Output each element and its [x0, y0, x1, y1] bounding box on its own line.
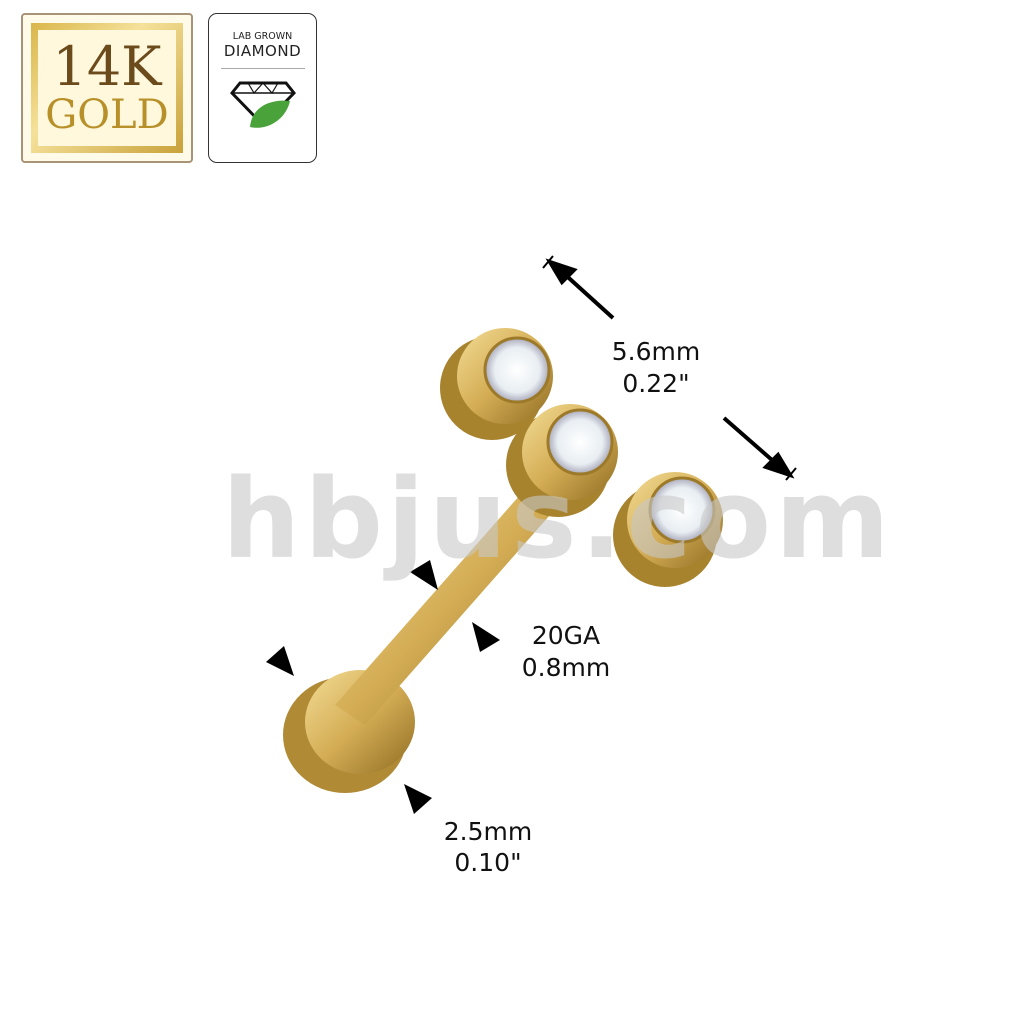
length-mm-label: 5.6mm — [611, 337, 701, 366]
lab-grown-diamond-badge: LAB GROWN DIAMOND — [208, 13, 317, 163]
gold-karat: 14K — [52, 35, 162, 98]
disc-mm-label: 2.5mm — [443, 817, 533, 846]
gauge-mm-label: 0.8mm — [521, 653, 611, 682]
bezel-gem-2 — [506, 404, 618, 517]
post-bar — [335, 495, 550, 725]
14k-gold-badge: 14K GOLD — [21, 13, 193, 163]
diamond-leaf-icon — [229, 81, 296, 128]
gauge-arrow-2 — [472, 622, 500, 652]
length-arrow-top — [558, 268, 615, 320]
length-in-label: 0.22" — [622, 369, 690, 398]
disc-in-label: 0.10" — [454, 848, 522, 877]
diamond-text: DIAMOND — [223, 42, 302, 60]
disc-arrow-2 — [404, 784, 432, 814]
gauge-label: 20GA — [531, 621, 601, 650]
lab-grown-text: LAB GROWN — [232, 31, 293, 42]
bezel-gem-1 — [440, 328, 553, 440]
gauge-arrow-1 — [410, 560, 438, 590]
divider — [220, 68, 305, 69]
bezel-gem-3 — [613, 472, 723, 587]
length-arrow-bottom — [722, 416, 782, 469]
disc-arrow-1 — [266, 646, 294, 676]
dimension-arrows — [266, 255, 797, 814]
gold-label: GOLD — [45, 92, 169, 138]
